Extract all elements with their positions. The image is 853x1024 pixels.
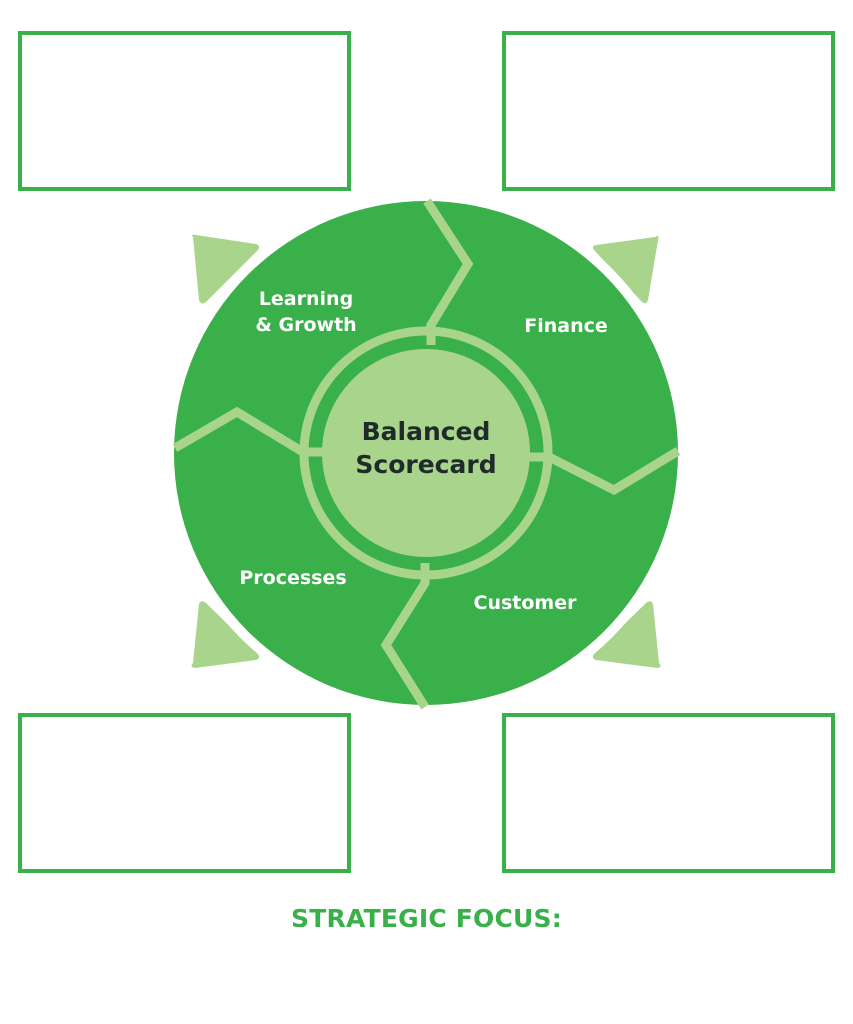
arrow-bottom-left-icon — [191, 601, 260, 668]
segment-label-customer: Customer — [474, 592, 578, 614]
center-circle — [322, 349, 530, 557]
segment-label-learning-line2: & Growth — [255, 314, 356, 336]
arrow-top-right-icon — [592, 236, 659, 304]
arrow-bottom-right-icon — [592, 601, 661, 668]
segment-label-processes: Processes — [239, 567, 346, 589]
segment-label-learning-line1: Learning — [259, 288, 353, 310]
finance-text-box — [502, 31, 835, 191]
processes-text-box — [18, 713, 351, 873]
learning-growth-text-box — [18, 31, 351, 191]
center-title-line2: Scorecard — [355, 450, 496, 479]
arrow-top-left-icon — [192, 234, 260, 304]
segment-label-finance: Finance — [524, 315, 608, 337]
center-title-line1: Balanced — [362, 417, 491, 446]
middle-ring — [299, 326, 553, 580]
strategic-focus-heading: STRATEGIC FOCUS: — [291, 904, 562, 933]
customer-text-box — [502, 713, 835, 873]
